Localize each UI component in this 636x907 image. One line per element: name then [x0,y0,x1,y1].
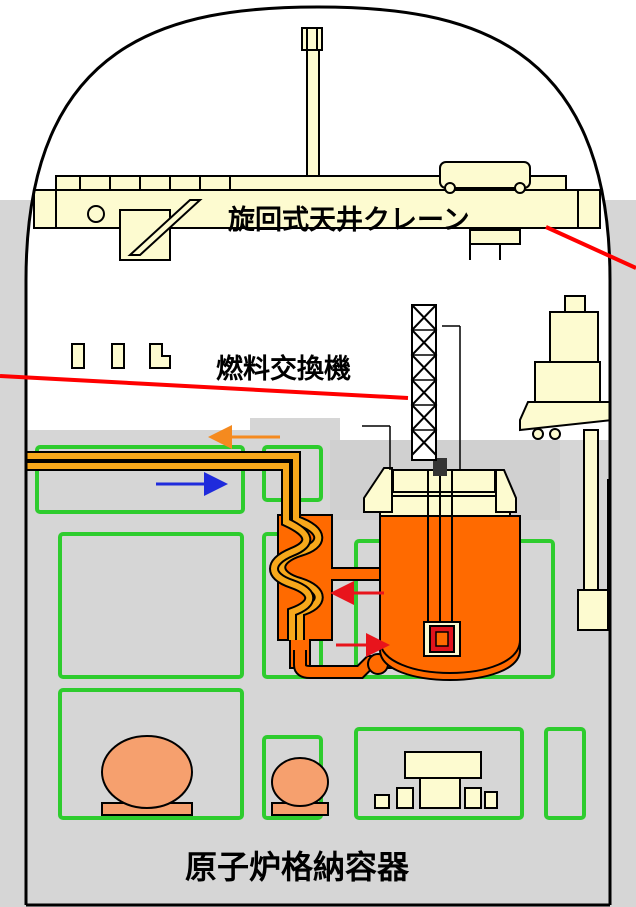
refueling-machine-label: 燃料交換機 [216,353,351,385]
crane-column [301,27,323,201]
flow-arrows [156,425,390,657]
tanks [101,735,329,816]
refueling-machine-leader-line [0,374,409,400]
pump-equipment [374,751,498,809]
overhead-crane [33,161,601,261]
crane-label: 旋回式天井クレーン [228,205,470,236]
refueling-machine [362,304,461,470]
crane-leader-line [545,225,636,270]
containment-dome-outline [24,5,612,905]
right-equipment [519,295,610,631]
floor-hatches [71,343,171,369]
reactor-vessel [363,458,521,681]
containment-vessel-label: 原子炉格納容器 [185,848,410,886]
steam-pipes [26,451,324,640]
